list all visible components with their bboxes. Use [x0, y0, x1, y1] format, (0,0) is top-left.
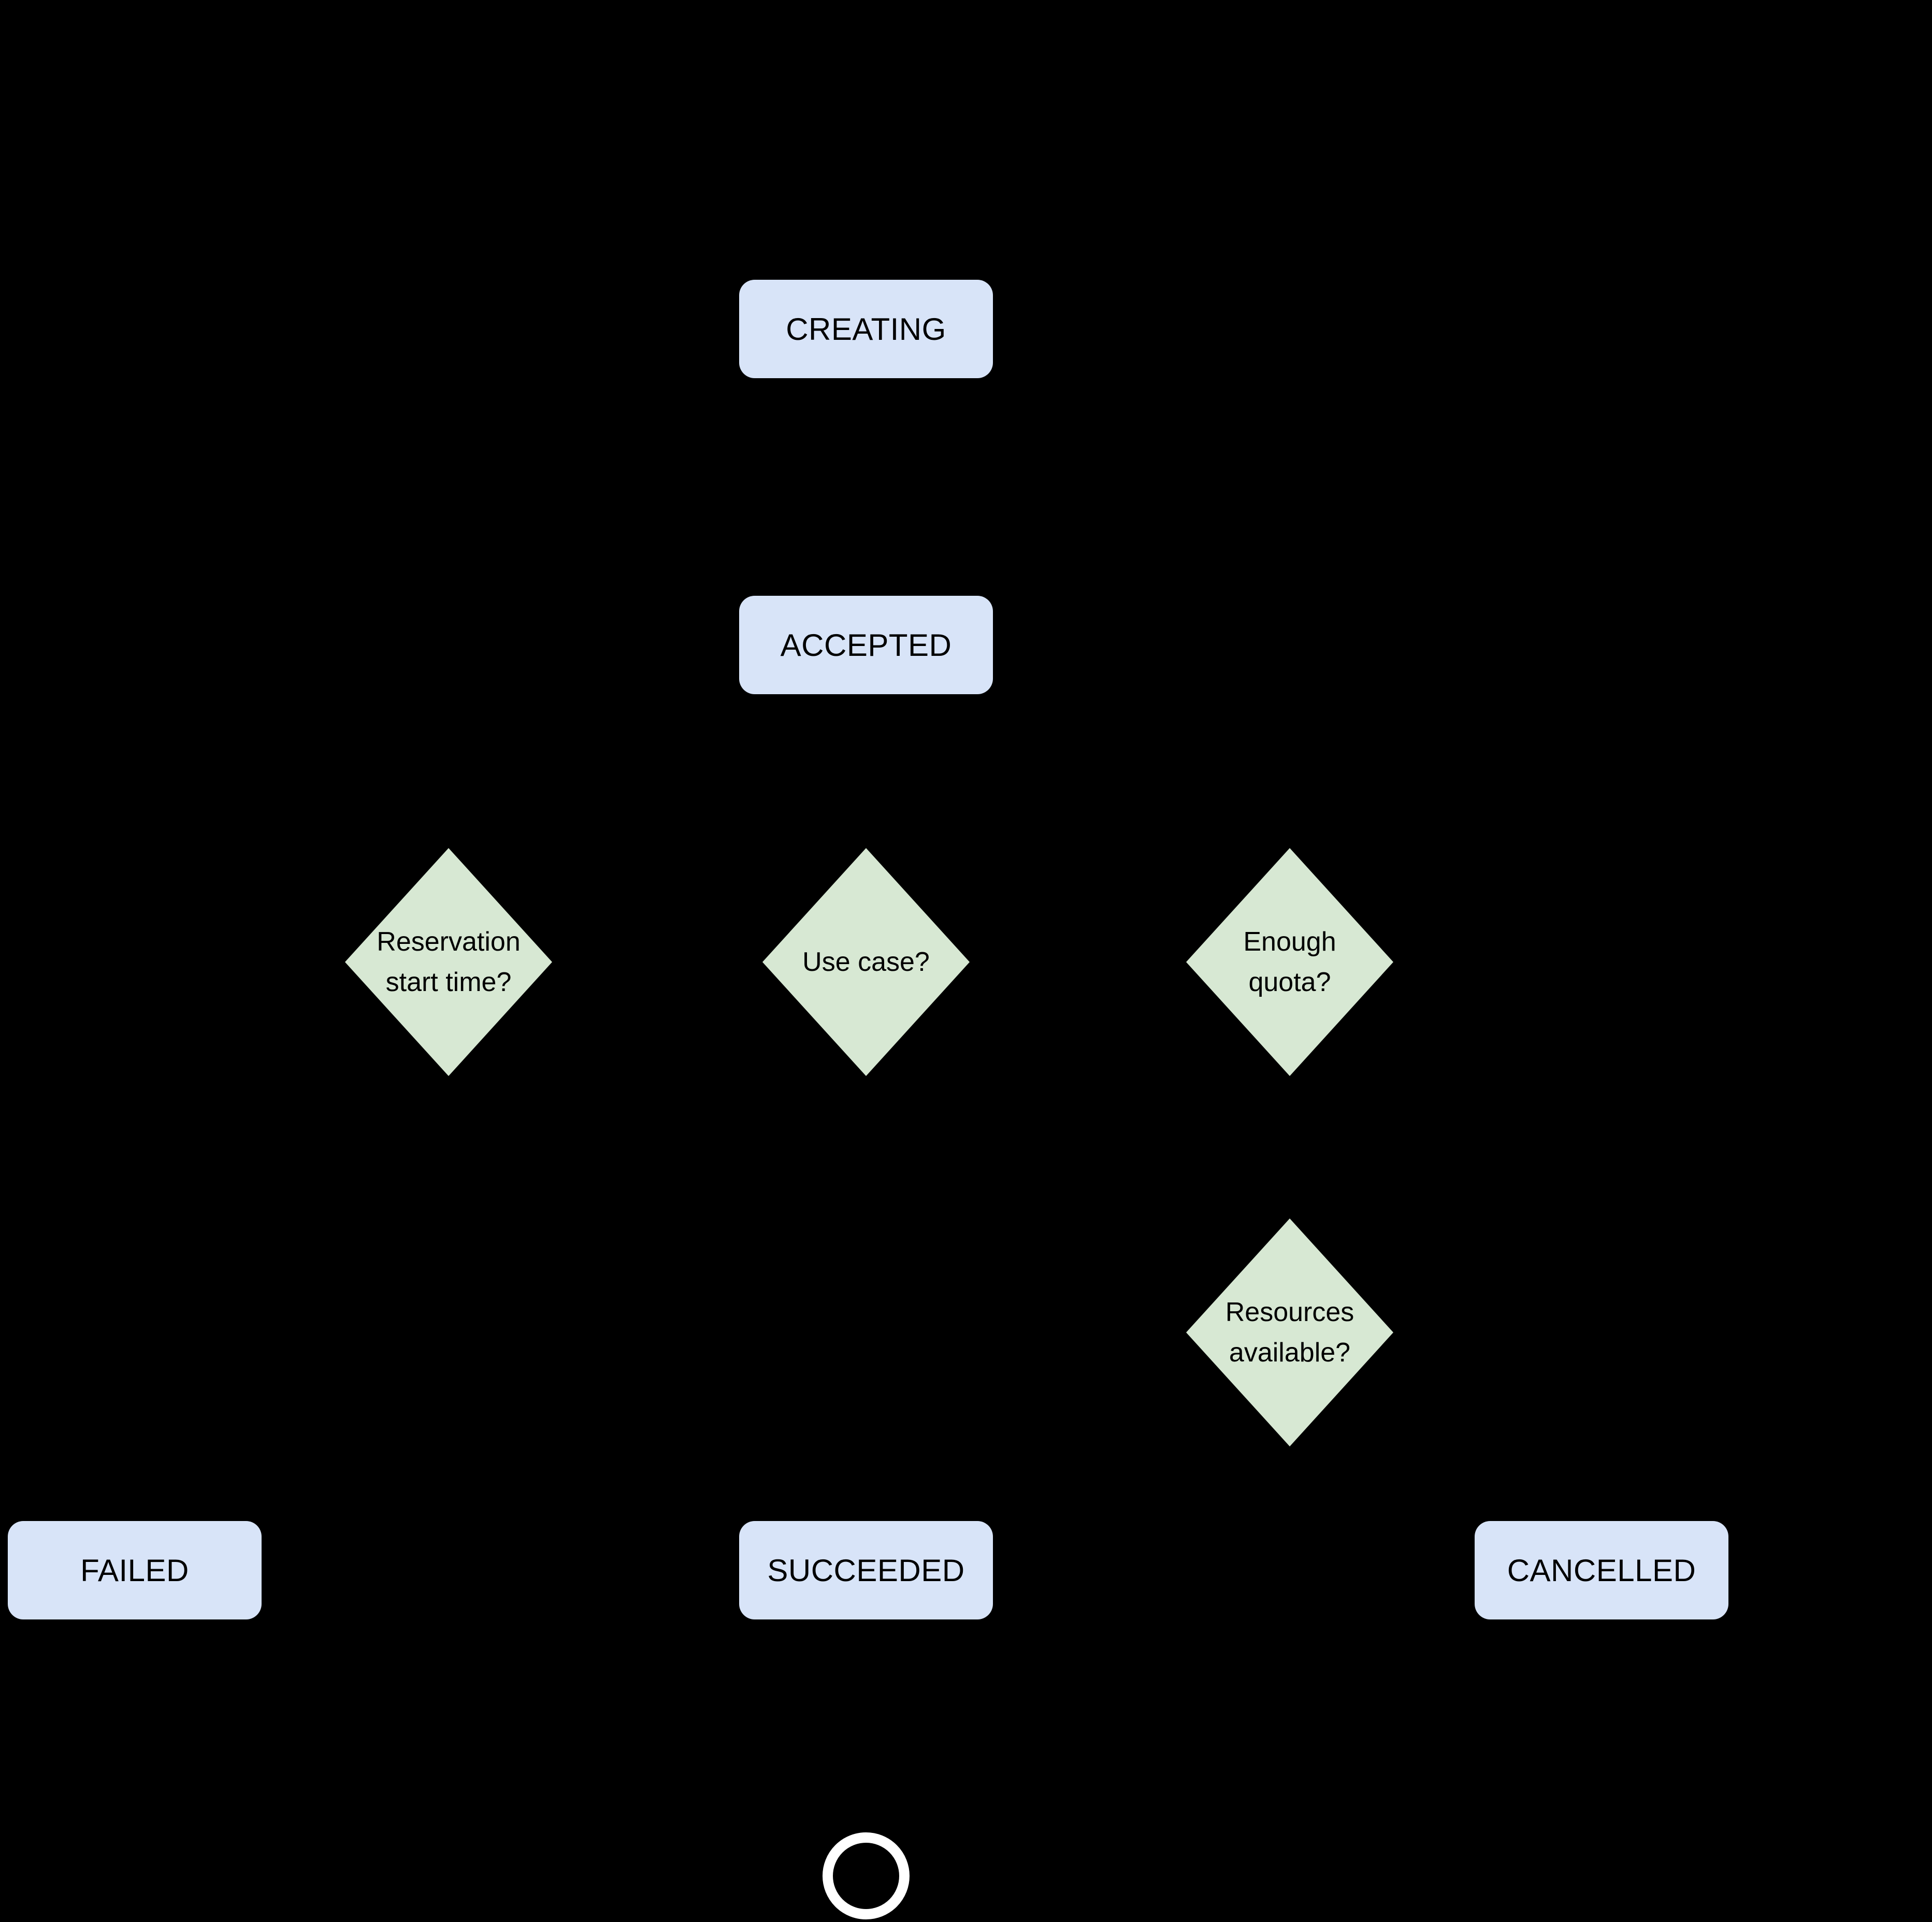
decision-resources-available-line1: Resources [1225, 1297, 1354, 1327]
decision-reservation-start-time-line2: start time? [385, 967, 512, 997]
decision-enough-quota-line1: Enough [1243, 927, 1336, 957]
state-succeeded: SUCCEEDED [739, 1521, 993, 1619]
state-accepted: ACCEPTED [739, 596, 993, 694]
decision-reservation-start-time-line1: Reservation [377, 927, 521, 957]
decision-use-case-line1: Use case? [802, 947, 930, 977]
state-accepted-label: ACCEPTED [780, 627, 952, 663]
state-creating: CREATING [739, 280, 993, 378]
decision-enough-quota-line2: quota? [1248, 967, 1331, 997]
state-failed: FAILED [8, 1521, 262, 1619]
state-failed-label: FAILED [80, 1553, 189, 1588]
decision-use-case: Use case? [762, 848, 970, 1076]
end-terminator-circle-icon [823, 1832, 910, 1919]
decision-enough-quota: Enough quota? [1186, 848, 1393, 1076]
state-cancelled-label: CANCELLED [1507, 1553, 1696, 1588]
decision-reservation-start-time: Reservation start time? [345, 848, 552, 1076]
state-succeeded-label: SUCCEEDED [767, 1553, 965, 1588]
decision-resources-available: Resources available? [1186, 1218, 1393, 1446]
state-creating-label: CREATING [786, 311, 946, 347]
decision-resources-available-line2: available? [1229, 1338, 1351, 1368]
state-cancelled: CANCELLED [1475, 1521, 1728, 1619]
